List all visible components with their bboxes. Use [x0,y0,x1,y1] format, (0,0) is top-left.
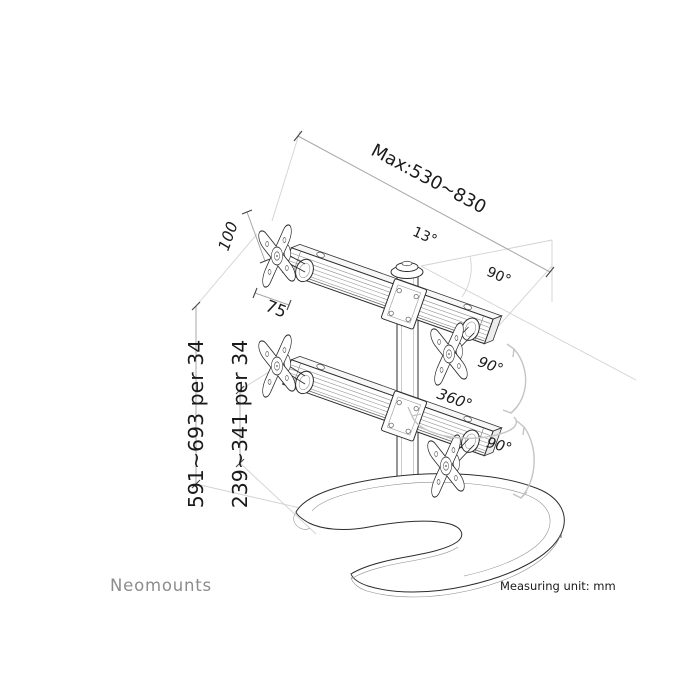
tilt-90-mid-label: 90° [476,354,506,378]
pole-clamp-upper [381,278,427,330]
dimension-total-height [191,301,201,489]
pole-cap [390,260,424,279]
vesa-height-label: 100 [215,219,242,253]
tilt-arrow-mid [502,343,527,414]
measuring-unit-label: Measuring unit: mm [500,579,616,593]
pole-clamp-lower [381,390,427,442]
vesa-plate-upper-right [429,321,469,387]
dimension-vesa-100 [241,209,271,264]
swivel-90-label: 90° [484,264,513,289]
vesa-width-label: 75 [263,296,290,321]
top-screw [463,416,472,422]
dimension-vesa-75 [252,287,292,311]
top-screw [316,251,325,258]
top-screw [316,363,325,370]
brand-logo: Neomounts [110,576,212,595]
vesa-plate-lower-left [257,333,297,399]
dimension-bar-spacing [235,385,245,468]
construction-guides [195,130,637,535]
base [293,473,565,598]
total-height-label: 591~693 per 34 [184,340,208,509]
bar-spacing-label: 239~341 per 34 [228,340,252,509]
dimension-max-width [293,130,555,278]
vesa-plate-upper-left [257,223,297,289]
tilt-90-bottom-label: 90° [485,435,514,457]
rotation-arrow-360 [407,406,518,439]
top-screw [463,304,472,310]
tilt-arrow-bottom [512,420,535,499]
tilt-13-label: 13° [410,224,439,249]
